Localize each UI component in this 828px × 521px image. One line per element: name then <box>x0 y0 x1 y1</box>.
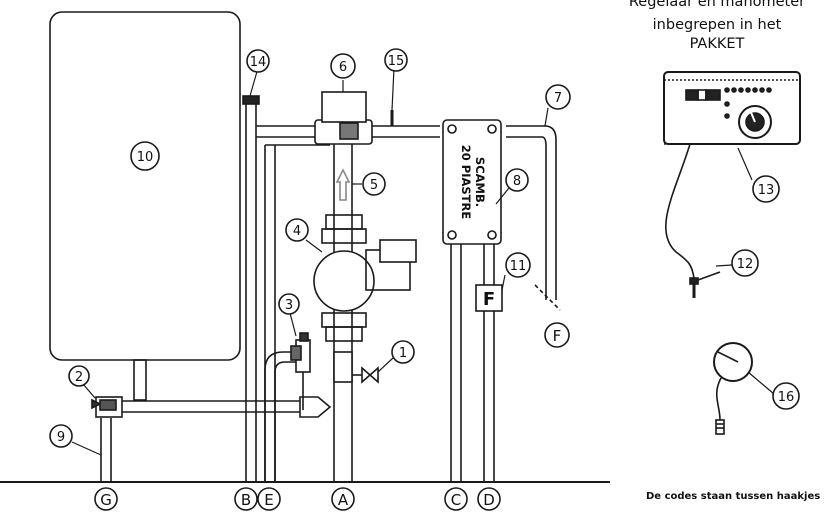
callout-12: 12 <box>731 249 759 277</box>
callout-6: 6 <box>330 53 356 79</box>
code-e: E <box>257 487 281 511</box>
flow-arrow <box>335 168 351 201</box>
controller-unit <box>663 71 801 145</box>
svg-text:D: D <box>483 491 495 509</box>
exchanger-label-line1: SCAMB. <box>473 157 487 207</box>
callout-10: 10 <box>130 141 160 171</box>
callout-5: 5 <box>362 172 386 196</box>
pipe-b <box>242 95 260 482</box>
shutoff-valve <box>333 351 379 384</box>
code-a: A <box>331 487 355 511</box>
svg-text:12: 12 <box>737 257 754 272</box>
package-note-line1: Regelaar en manometer <box>628 0 806 10</box>
svg-text:2: 2 <box>75 370 83 385</box>
package-note-line2: inbegrepen in het <box>652 17 782 33</box>
svg-text:7: 7 <box>554 91 562 106</box>
svg-text:8: 8 <box>513 174 521 189</box>
tank-outlet-pipe <box>133 359 147 401</box>
code-c: C <box>444 487 468 511</box>
code-b: B <box>234 487 258 511</box>
callout-9: 9 <box>49 424 73 448</box>
callout-15: 15 <box>384 48 408 72</box>
callout-14: 14 <box>246 49 270 73</box>
exchanger-label-line2: 20 PIASTRE <box>459 145 473 220</box>
exchanger-label: SCAMB. 20 PIASTRE <box>459 145 487 220</box>
sensor-cable <box>665 143 695 279</box>
safety-valve <box>290 332 311 410</box>
three-way-valve <box>314 91 373 145</box>
leader-lines <box>71 67 775 456</box>
callout-4: 4 <box>285 218 309 242</box>
pipe-g <box>95 396 332 482</box>
svg-text:4: 4 <box>293 224 301 239</box>
callout-13: 13 <box>752 175 780 203</box>
drain-valve <box>91 398 117 411</box>
plate-heat-exchanger <box>442 119 502 245</box>
svg-text:5: 5 <box>370 178 378 193</box>
storage-tank <box>49 11 241 361</box>
pressure-gauge <box>713 342 753 435</box>
pipe-d <box>483 244 495 482</box>
svg-text:10: 10 <box>137 150 154 165</box>
svg-text:B: B <box>241 491 251 509</box>
svg-text:14: 14 <box>250 55 267 70</box>
codes-footnote: De codes staan tussen haakjes <box>646 491 821 502</box>
callout-16: 16 <box>772 382 800 410</box>
svg-text:15: 15 <box>388 54 405 69</box>
svg-text:9: 9 <box>57 430 65 445</box>
code-d: D <box>477 487 501 511</box>
svg-text:C: C <box>451 491 461 509</box>
flow-meter-letter: F <box>483 289 495 310</box>
svg-text:16: 16 <box>778 390 795 405</box>
code-g: G <box>94 487 118 511</box>
sensor-probe <box>689 271 721 298</box>
callout-2: 2 <box>68 365 90 387</box>
svg-text:6: 6 <box>339 60 347 75</box>
svg-text:A: A <box>338 491 349 509</box>
callout-1: 1 <box>391 340 415 364</box>
pipe-c <box>450 244 462 482</box>
circulation-pump <box>313 214 417 342</box>
svg-text:1: 1 <box>399 346 407 361</box>
callout-11: 11 <box>505 252 531 278</box>
top-manifold <box>256 125 440 138</box>
package-note-line3: PAKKET <box>689 36 745 52</box>
svg-text:11: 11 <box>510 259 527 274</box>
callout-8: 8 <box>505 168 529 192</box>
pipe-f <box>506 125 561 311</box>
code-f: F <box>544 322 570 348</box>
svg-text:G: G <box>100 491 112 509</box>
code-circles: G B E A C D F <box>94 322 570 511</box>
svg-text:F: F <box>553 327 562 345</box>
callout-circles: 1 2 3 4 5 6 7 8 9 10 11 12 13 14 15 16 <box>49 48 800 448</box>
callout-7: 7 <box>545 84 571 110</box>
callout-3: 3 <box>278 293 300 315</box>
flow-meter-box <box>475 284 503 312</box>
pipe-to-safety-valve <box>264 351 296 482</box>
svg-text:E: E <box>264 491 273 509</box>
svg-text:3: 3 <box>285 298 293 313</box>
svg-text:13: 13 <box>758 183 775 198</box>
